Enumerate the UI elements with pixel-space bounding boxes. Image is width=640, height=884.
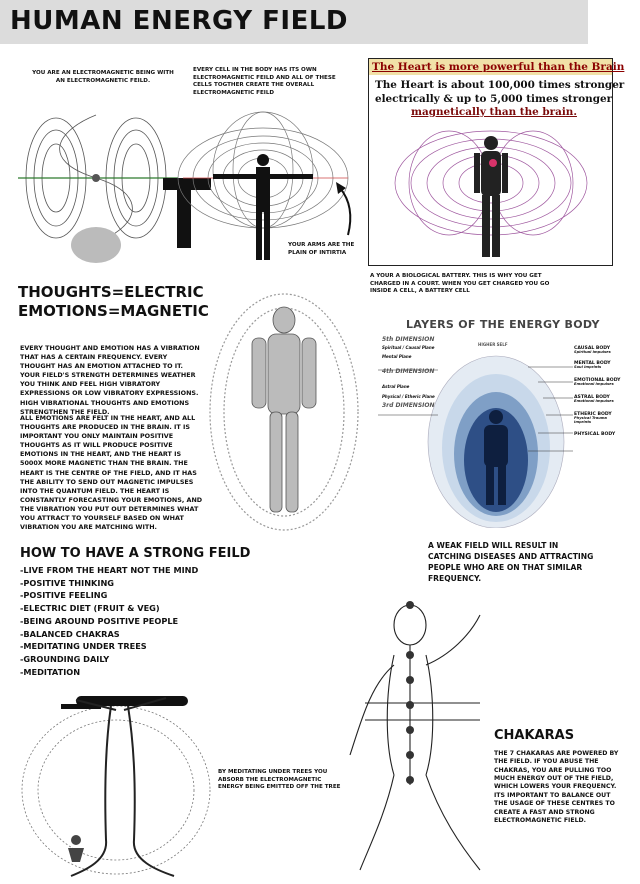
astral-sub: Emotional Impulses — [574, 399, 614, 404]
chakras-heading: CHAKARAS — [494, 728, 575, 743]
strong-field-list: -LIVE FROM THE HEART NOT THE MIND -POSIT… — [20, 564, 240, 678]
mental-sub: Soul Imprints — [574, 365, 602, 370]
title-bar — [0, 0, 588, 44]
dim4-label: 4th DIMENSION — [382, 368, 435, 375]
emotional-label: EMOTIONAL BODY — [574, 378, 621, 383]
heart-panel-header: The Heart is more powerful than the Brai… — [369, 59, 624, 75]
list-item: -MEDITATION — [20, 666, 81, 677]
intro-left-caption: YOU ARE AN ELECTROMAGNETIC BEING WITH AN… — [32, 70, 174, 84]
heart-line-2: electrically & up to 5,000 times stronge… — [375, 92, 613, 105]
etheric-sub: Physical Trauma Imprints — [574, 416, 607, 424]
electromagnetic-field-illustration — [18, 111, 352, 263]
layers-illustration — [378, 355, 573, 528]
thoughts-paragraph-2: ALL EMOTIONS ARE FELT IN THE HEART, AND … — [20, 414, 203, 532]
dim4-sub2: Physical / Etheric Plane — [382, 394, 435, 399]
dim4-sub1: Astral Plane — [382, 384, 410, 389]
list-item: -BALANCED CHAKRAS — [20, 628, 120, 639]
heart-panel: The Heart is more powerful than the Brai… — [368, 58, 625, 266]
arms-caption: YOUR ARMS ARE THE PLAIN OF INTIRTIA — [288, 242, 355, 256]
tree-caption: BY MEDITATING UNDER TREES YOU ABSORB THE… — [218, 769, 341, 791]
emotional-sub: Emotional Impulses — [574, 382, 614, 387]
astral-label: ASTRAL BODY — [574, 395, 610, 400]
causal-sub: Spiritual Impulses — [574, 350, 611, 355]
heart-line-3: magnetically than the brain. — [411, 106, 577, 119]
causal-label: CAUSAL BODY — [574, 346, 611, 351]
chakra-figure-illustration — [349, 601, 481, 871]
tree-meditation-illustration — [21, 696, 211, 877]
thoughts-paragraph-1: EVERY THOUGHT AND EMOTION HAS A VIBRATIO… — [20, 344, 200, 416]
strong-field-heading: HOW TO HAVE A STRONG FEILD — [20, 546, 251, 561]
dim5-sub2: Mental Plane — [382, 354, 412, 359]
list-item: -POSITIVE FEELING — [20, 590, 108, 601]
dim5-label: 5th DIMENSION — [382, 336, 435, 343]
list-item: -GROUNDING DAILY — [20, 653, 110, 664]
list-item: -ELECTRIC DIET (FRUIT & VEG) — [20, 603, 160, 614]
list-item: -LIVE FROM THE HEART NOT THE MIND — [20, 565, 199, 575]
weak-field-caption: A WEAK FIELD WILL RESULT IN CATCHING DIS… — [428, 541, 594, 583]
chakras-text: THE 7 CHAKARAS ARE POWERED BY THE FIELD.… — [494, 750, 619, 824]
dim5-sub1: Spiritual / Causal Plane — [382, 345, 435, 350]
thoughts-heading-line-2: EMOTIONS=MAGNETIC — [18, 301, 209, 320]
list-item: -POSITIVE THINKING — [20, 577, 115, 588]
heart-caption: A YOUR A BIOLOGICAL BATTERY. THIS IS WHY… — [370, 273, 550, 295]
heart-torus-illustration — [394, 130, 588, 257]
intro-right-caption: EVERY CELL IN THE BODY HAS ITS OWN ELECT… — [193, 67, 336, 96]
list-item: -MEDITATING UNDER TREES — [20, 641, 147, 652]
layers-title: LAYERS OF THE ENERGY BODY — [406, 318, 600, 331]
physical-label: PHYSICAL BODY — [574, 432, 616, 437]
etheric-label: ETHERIC BODY — [574, 412, 612, 417]
thoughts-heading-line-1: THOUGHTS=ELECTRIC — [18, 283, 204, 301]
heart-line-1: The Heart is about 100,000 times stronge… — [375, 79, 625, 91]
mental-label: MENTAL BODY — [574, 361, 611, 366]
list-item: -BEING AROUND POSITIVE PEOPLE — [20, 615, 179, 626]
energy-body-figure-illustration — [209, 293, 359, 531]
dim3-label: 3rd DIMENSION — [382, 402, 435, 409]
layers-panel: LAYERS OF THE ENERGY BODY HIGHER SELF 5t… — [378, 318, 621, 528]
higher-self-label: HIGHER SELF — [478, 342, 508, 347]
page-title: HUMAN ENERGY FIELD — [10, 6, 348, 36]
